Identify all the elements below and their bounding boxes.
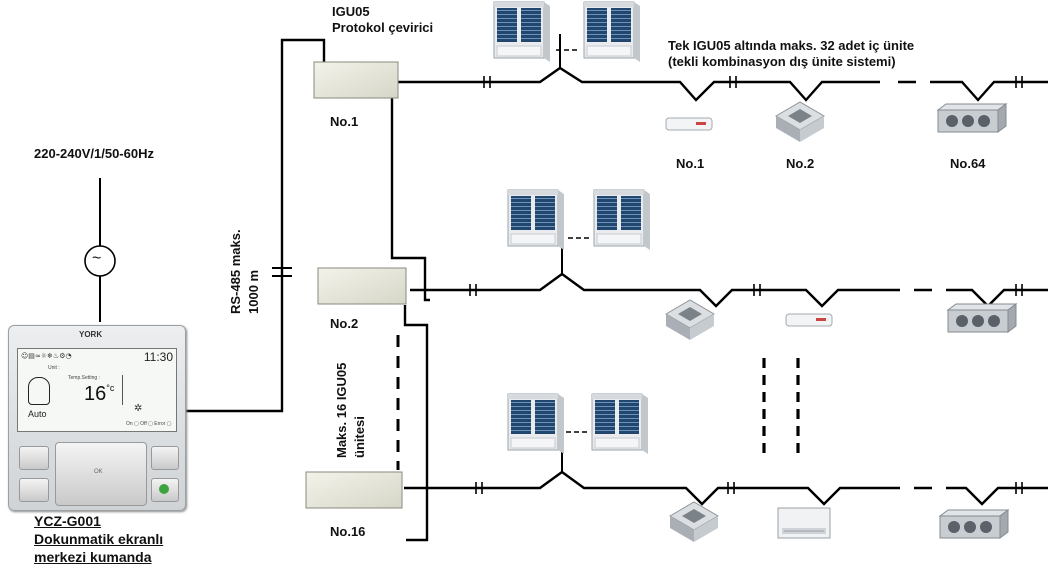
screen-time: 11:30 bbox=[143, 350, 173, 364]
home-button[interactable] bbox=[19, 478, 49, 502]
status-icons: ☺▤≈☼❄♨⚙◔ bbox=[21, 352, 72, 360]
igu05-gateway-2 bbox=[317, 267, 407, 305]
power-icon bbox=[159, 484, 169, 494]
outdoor-unit bbox=[493, 1, 551, 63]
outdoor-unit bbox=[593, 189, 651, 251]
direction-pad[interactable]: OK bbox=[55, 442, 147, 506]
igu05-gateway-1 bbox=[313, 61, 399, 99]
screen-temperature: 16 bbox=[84, 383, 107, 405]
menu-button[interactable] bbox=[19, 446, 49, 470]
screen-temperature-unit: °c bbox=[106, 383, 115, 393]
note-line2: (tekli kombinasyon dış ünite sistemi) bbox=[668, 54, 896, 69]
outdoor-unit bbox=[583, 1, 641, 63]
gateway-group-line2: ünitesi bbox=[352, 416, 367, 458]
ceiling-indoor-unit bbox=[777, 507, 831, 539]
indoor-label: No.64 bbox=[950, 156, 986, 171]
gateway-label: No.2 bbox=[330, 316, 359, 331]
gateway-label: No.1 bbox=[330, 114, 359, 129]
screen-onoff-legend: On ▢ Off ▢ Error ▢ bbox=[126, 421, 172, 427]
cassette-indoor-unit bbox=[775, 101, 825, 143]
ac-symbol: ~ bbox=[92, 250, 102, 267]
igu-title: IGU05 bbox=[332, 4, 370, 19]
brand-logo: YORK bbox=[79, 330, 103, 339]
controller-desc-line1: Dokunmatik ekranlı bbox=[34, 531, 164, 547]
igu-subtitle: Protokol çevirici bbox=[332, 20, 434, 35]
gateway-label: No.16 bbox=[330, 524, 366, 539]
screen-mode: Auto bbox=[28, 409, 47, 419]
fan-button[interactable] bbox=[151, 446, 179, 470]
central-controller-device: YORK ☺▤≈☼❄♨⚙◔ 11:30 Unit : Temp.Setting … bbox=[8, 325, 186, 511]
ducted-indoor-unit bbox=[947, 303, 1017, 333]
power-button[interactable] bbox=[151, 478, 179, 502]
screen-temp-setting-label: Temp.Setting : bbox=[68, 375, 100, 381]
bus-label-line2: 1000 m bbox=[246, 269, 261, 314]
wall-indoor-unit bbox=[785, 313, 833, 327]
power-label: 220-240V/1/50-60Hz bbox=[34, 146, 154, 161]
bus-label-line1: RS-485 maks. bbox=[228, 229, 243, 314]
controller-model: YCZ-G001 bbox=[34, 513, 101, 529]
outdoor-unit bbox=[507, 393, 565, 455]
person-icon bbox=[28, 377, 50, 405]
outdoor-unit bbox=[507, 189, 565, 251]
outdoor-unit bbox=[591, 393, 649, 455]
ducted-indoor-unit bbox=[937, 103, 1007, 133]
screen-unit-label: Unit : bbox=[48, 365, 60, 371]
ok-button-icon: OK bbox=[94, 469, 103, 475]
power-source-icon bbox=[84, 245, 116, 277]
controller-desc-line2: merkezi kumanda bbox=[34, 549, 152, 565]
indoor-label: No.1 bbox=[676, 156, 705, 171]
ducted-indoor-unit bbox=[939, 509, 1009, 539]
wall-indoor-unit bbox=[665, 117, 713, 131]
touch-screen: ☺▤≈☼❄♨⚙◔ 11:30 Unit : Temp.Setting : 16°… bbox=[17, 348, 177, 432]
igu05-gateway-16 bbox=[305, 471, 403, 509]
note-line1: Tek IGU05 altında maks. 32 adet iç ünite bbox=[668, 38, 915, 53]
cassette-indoor-unit bbox=[669, 501, 719, 543]
gateway-group-line1: Maks. 16 IGU05 bbox=[334, 362, 349, 458]
cassette-indoor-unit bbox=[665, 299, 715, 341]
fan-icon: ✲ bbox=[134, 403, 143, 414]
indoor-label: No.2 bbox=[786, 156, 815, 171]
